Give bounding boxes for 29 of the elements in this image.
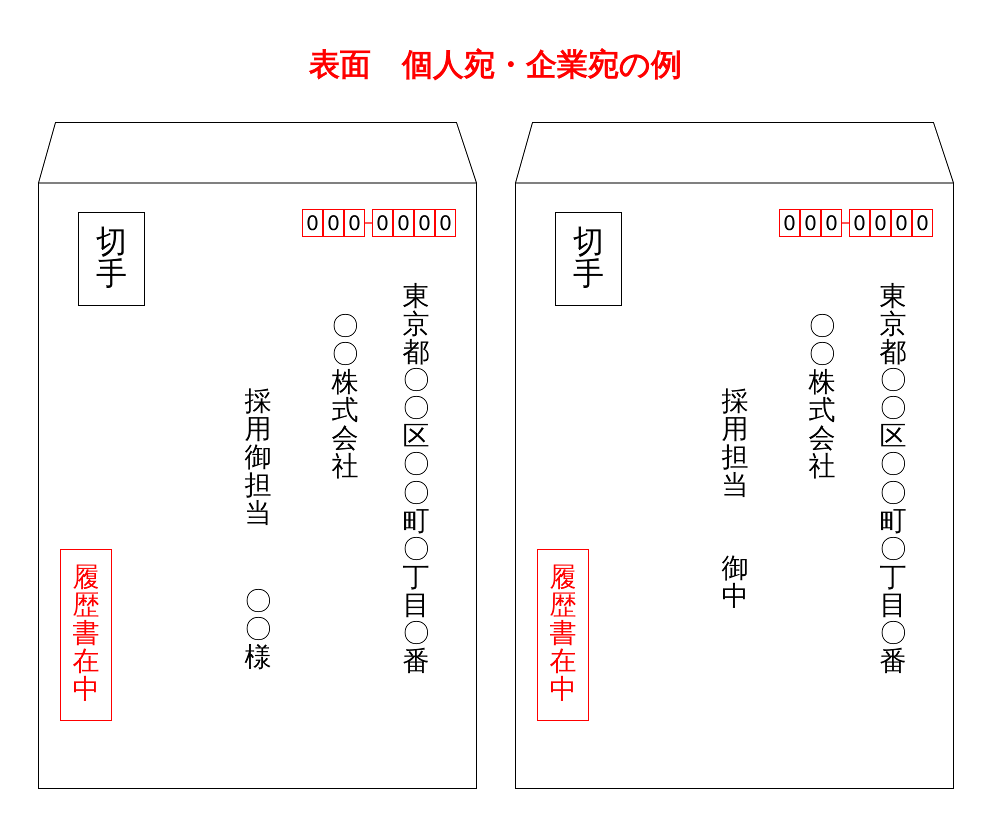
- stamp-box: 切手: [78, 212, 145, 306]
- enclosure-notice-box: 履歴書在中: [537, 549, 589, 721]
- honorific-text: 御中: [721, 555, 749, 612]
- postal-code-box: 0: [779, 209, 800, 237]
- title: 表面 個人宛・企業宛の例: [308, 46, 683, 85]
- postal-code-box: 0: [800, 209, 821, 237]
- postal-code-box: 0: [372, 209, 393, 237]
- address-text: 東京都〇〇区〇〇町〇丁目〇番: [879, 283, 907, 676]
- address-text: 東京都〇〇区〇〇町〇丁目〇番: [402, 283, 430, 676]
- postal-code-box: 0: [323, 209, 344, 237]
- stamp-box: 切手: [555, 212, 622, 306]
- postal-code-box: 0: [435, 209, 456, 237]
- recipient-text: 〇〇様: [244, 588, 272, 672]
- envelope: [38, 122, 477, 789]
- company-name: 〇〇株式会社: [808, 313, 836, 482]
- company-name: 〇〇株式会社: [331, 313, 359, 482]
- postal-code-box: 0: [393, 209, 414, 237]
- envelope: [515, 122, 954, 789]
- postal-code-box: 0: [414, 209, 435, 237]
- postal-code-box: 0: [912, 209, 933, 237]
- department-text: 採用御担当: [244, 388, 272, 528]
- enclosure-notice-box: 履歴書在中: [60, 549, 112, 721]
- postal-code-box: 0: [849, 209, 870, 237]
- postal-code-box: 0: [302, 209, 323, 237]
- postal-code-box: 0: [344, 209, 365, 237]
- department-text: 採用担当: [721, 388, 749, 500]
- postal-code-box: 0: [821, 209, 842, 237]
- postal-code-box: 0: [891, 209, 912, 237]
- postal-code-box: 0: [870, 209, 891, 237]
